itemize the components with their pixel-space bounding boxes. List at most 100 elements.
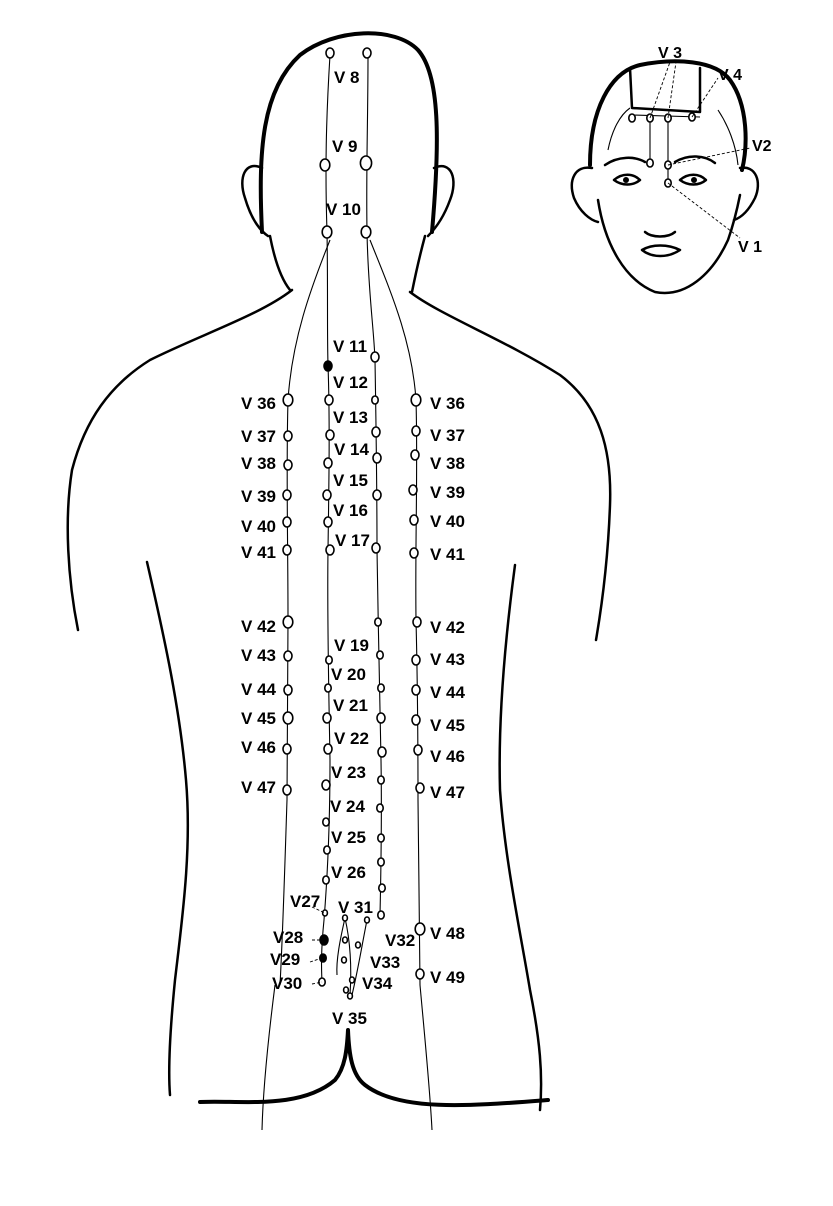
acupoint-label-v22: V 22 xyxy=(334,729,369,748)
face-acupoint-marker-0 xyxy=(627,113,636,123)
acupoint-v47l xyxy=(282,784,292,796)
acupoint-label-v8: V 8 xyxy=(334,68,360,87)
acupoint-v41l xyxy=(282,544,292,556)
acupoint-label-v34: V34 xyxy=(362,974,393,993)
right-ear xyxy=(426,165,455,238)
face-points-layer xyxy=(627,112,696,188)
acupoint-v27 xyxy=(321,909,329,917)
acupoint-v43l xyxy=(283,650,293,662)
acupoint-marker-2 xyxy=(360,225,372,239)
acupoint-v46r xyxy=(413,744,423,756)
acupoint-v19 xyxy=(324,655,333,665)
face-hair-strands xyxy=(607,107,739,166)
acupoint-v49 xyxy=(415,968,425,980)
acupoint-label-v13: V 13 xyxy=(333,408,368,427)
acupoint-v26 xyxy=(321,875,330,885)
leader-v1 xyxy=(667,182,741,239)
face-jaw xyxy=(596,193,742,295)
acupoint-label-v14: V 14 xyxy=(334,440,370,459)
acupoint-label-v11: V 11 xyxy=(333,337,367,356)
acupoint-v13 xyxy=(325,429,335,441)
acupoint-label-v45r: V 45 xyxy=(430,716,465,735)
acupoint-v14 xyxy=(323,457,333,469)
face-left-ear xyxy=(570,166,600,224)
acupoint-v36r xyxy=(410,393,422,407)
acupoint-marker-9 xyxy=(373,617,382,627)
left-shoulder xyxy=(66,288,294,632)
acupoint-v24 xyxy=(321,817,330,827)
acupoint-v33 xyxy=(354,941,362,949)
acupoint-label-v45l: V 45 xyxy=(241,709,276,728)
leader-v30 xyxy=(311,981,323,985)
acupoint-label-v29: V29 xyxy=(270,950,300,969)
acupoint-v44r xyxy=(411,684,421,696)
acupoint-label-v41r: V 41 xyxy=(430,545,465,564)
acupoint-label-v28: V28 xyxy=(273,928,303,947)
acupoint-label-v37l: V 37 xyxy=(241,427,276,446)
head-outline xyxy=(258,31,439,234)
acupoint-v10 xyxy=(321,225,333,239)
acupoint-label-v23: V 23 xyxy=(331,763,366,782)
acupoint-marker-1 xyxy=(359,155,373,171)
lower-left-leg xyxy=(261,984,276,1131)
acupoint-label-v46l: V 46 xyxy=(241,738,276,757)
acupoint-v42r xyxy=(412,616,422,628)
acupoint-marker-21 xyxy=(340,956,348,964)
acupoint-v48 xyxy=(414,922,426,936)
acupoint-v40l xyxy=(282,516,292,528)
acupoint-label-v46r: V 46 xyxy=(430,747,465,766)
face-right-ear xyxy=(732,166,760,222)
face-head-outline xyxy=(588,59,748,172)
points-layer xyxy=(282,47,426,1000)
outer-right-meridian xyxy=(369,239,421,986)
acupoint-label-v36l: V 36 xyxy=(241,394,276,413)
acupoint-v25 xyxy=(322,845,331,855)
acupoint-v38r xyxy=(410,449,420,461)
acupoint-label-v38l: V 38 xyxy=(241,454,276,473)
acupoint-v28 xyxy=(319,934,329,946)
acupoint-v42l xyxy=(282,615,294,629)
face-right-pupil xyxy=(691,177,697,183)
acupoint-label-v48: V 48 xyxy=(430,924,465,943)
acupoint-marker-10 xyxy=(375,650,384,660)
acupoint-v37l xyxy=(283,430,293,442)
neck-right xyxy=(410,234,427,294)
acupoint-label-v15: V 15 xyxy=(333,471,368,490)
face-right-eye xyxy=(678,173,708,186)
acupoint-label-v40l: V 40 xyxy=(241,517,276,536)
acupoint-label-v36r: V 36 xyxy=(430,394,465,413)
acupoint-label-v25: V 25 xyxy=(331,828,366,847)
acupoint-v38l xyxy=(283,459,293,471)
acupoint-marker-18 xyxy=(377,883,386,893)
acupoint-marker-5 xyxy=(371,426,381,438)
acupoint-v17 xyxy=(325,544,335,556)
acupoint-v41r xyxy=(409,547,419,559)
acupoint-label-v43l: V 43 xyxy=(241,646,276,665)
acupoint-label-v16: V 16 xyxy=(333,501,368,520)
acupoint-v23 xyxy=(321,779,331,791)
face-mouth xyxy=(640,244,682,258)
acupoint-label-v38r: V 38 xyxy=(430,454,465,473)
face-nose xyxy=(643,230,677,238)
acupoint-marker-20 xyxy=(341,936,349,944)
acupoint-v34 xyxy=(348,976,356,984)
buttocks-line xyxy=(198,1028,550,1108)
acupoint-label-v41l: V 41 xyxy=(241,543,276,562)
right-torso xyxy=(498,563,543,1112)
acupoint-marker-13 xyxy=(377,746,387,758)
acupoint-label-v42r: V 42 xyxy=(430,618,465,637)
face-right-brow xyxy=(673,155,717,165)
acupoint-label-v31: V 31 xyxy=(338,898,373,917)
acupoint-label-v49: V 49 xyxy=(430,968,465,987)
acupoint-v32 xyxy=(363,916,371,924)
acupoint-label-v39l: V 39 xyxy=(241,487,276,506)
acupoint-label-v10: V 10 xyxy=(326,200,361,219)
acupoint-v40r xyxy=(409,514,419,526)
acupoint-v39r xyxy=(408,484,418,496)
leader-v2 xyxy=(667,147,751,166)
acupoint-label-v27: V27 xyxy=(290,892,320,911)
acupoint-v37r xyxy=(411,425,421,437)
acupoint-label-v17: V 17 xyxy=(335,531,370,550)
lower-right-leg xyxy=(419,984,433,1131)
